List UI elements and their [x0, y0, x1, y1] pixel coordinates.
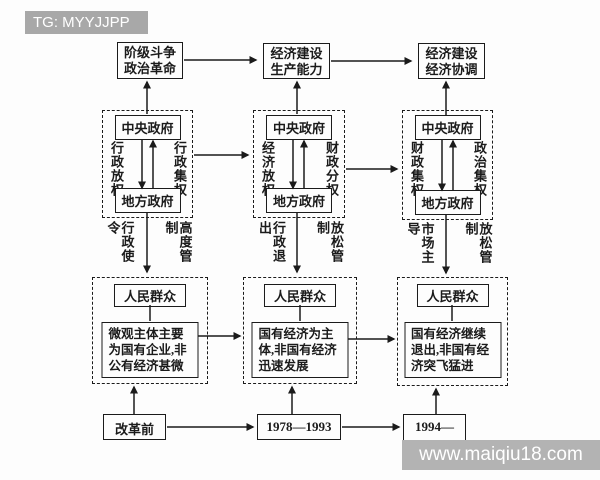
- local-gov-box: 地方政府: [414, 190, 481, 215]
- transition-right-label: 放松管制: [463, 222, 493, 264]
- goal-line: 政治革命: [123, 61, 176, 76]
- transition-labels-3: 市场主导 放松管制: [402, 220, 493, 277]
- desc-line: 国有经济为主: [258, 327, 334, 341]
- transition-right-label: 放松管制: [315, 221, 344, 263]
- central-gov-box: 中央政府: [114, 115, 181, 140]
- desc-line: 迅速发展: [258, 359, 309, 373]
- gov-up-label: 财政分权: [324, 141, 339, 197]
- watermark-text: www.maiqiu18.com: [419, 444, 583, 465]
- goal-line: 生产能力: [270, 62, 323, 77]
- gov-down-label: 经济放权: [260, 141, 275, 197]
- goal-box-class-struggle: 阶级斗争 政治革命: [117, 42, 183, 79]
- desc-line: 微观主体主要: [108, 327, 184, 341]
- goal-line: 经济协调: [425, 62, 478, 77]
- people-desc-box: 国有经济为主 体,非国有经济 迅速发展: [251, 322, 349, 378]
- goal-line: 阶级斗争: [123, 45, 176, 60]
- gov-unit-2: 中央政府 经济放权 财政分权 地方政府: [253, 110, 345, 218]
- people-title-box: 人民群众: [416, 284, 489, 307]
- desc-line: 体,非国有经济: [258, 343, 337, 357]
- local-gov-box: 地方政府: [265, 188, 333, 213]
- gov-up-label: 政治集权: [472, 141, 487, 197]
- transition-left-label: 行政退出: [257, 221, 286, 263]
- gov-unit-1: 中央政府 行政放权 行政集权 地方政府: [102, 110, 193, 218]
- people-title-box: 人民群众: [263, 284, 337, 307]
- gov-up-label: 行政集权: [172, 141, 187, 197]
- desc-line: 退出,非国有经: [411, 343, 490, 357]
- goal-line: 经济建设: [270, 46, 323, 61]
- desc-line: 公有经济甚微: [108, 359, 184, 373]
- people-desc-box: 国有经济继续 退出,非国有经 济突飞猛进: [404, 322, 501, 378]
- transition-labels-2: 行政退出 放松管制: [253, 219, 345, 276]
- gov-unit-3: 中央政府 财政集权 政治集权 地方政府: [402, 110, 493, 220]
- period-box-1994: 1994—: [403, 414, 466, 442]
- goal-line: 经济建设: [425, 46, 478, 61]
- desc-line: 济突飞猛进: [411, 359, 474, 373]
- gov-down-label: 行政放权: [109, 141, 124, 197]
- people-unit-2: 人民群众 国有经济为主 体,非国有经济 迅速发展: [243, 277, 357, 384]
- period-box-pre-reform: 改革前: [103, 414, 166, 440]
- people-title-box: 人民群众: [113, 284, 187, 307]
- transition-right-label: 高度管制: [163, 221, 193, 263]
- transition-left-label: 市场主导: [405, 222, 435, 264]
- transition-labels-1: 行政使令 高度管制: [102, 219, 193, 276]
- transition-left-label: 行政使令: [105, 221, 135, 263]
- people-desc-box: 微观主体主要 为国有企业,非 公有经济甚微: [101, 322, 199, 378]
- desc-line: 为国有企业,非: [108, 343, 187, 357]
- desc-line: 国有经济继续: [411, 327, 487, 341]
- people-unit-1: 人民群众 微观主体主要 为国有企业,非 公有经济甚微: [92, 277, 208, 384]
- goal-box-coordination: 经济建设 经济协调: [418, 43, 485, 79]
- people-unit-3: 人民群众 国有经济继续 退出,非国有经 济突飞猛进: [397, 277, 508, 386]
- goal-box-production: 经济建设 生产能力: [263, 43, 330, 79]
- header-tag-bar: TG: MYYJJPP: [25, 11, 148, 34]
- watermark-bar: www.maiqiu18.com: [402, 440, 600, 470]
- central-gov-box: 中央政府: [265, 115, 333, 140]
- central-gov-box: 中央政府: [414, 115, 481, 140]
- local-gov-box: 地方政府: [114, 188, 181, 213]
- period-box-1978-1993: 1978—1993: [257, 414, 341, 440]
- header-tag-text: TG: MYYJJPP: [33, 14, 130, 31]
- gov-down-label: 财政集权: [409, 141, 424, 197]
